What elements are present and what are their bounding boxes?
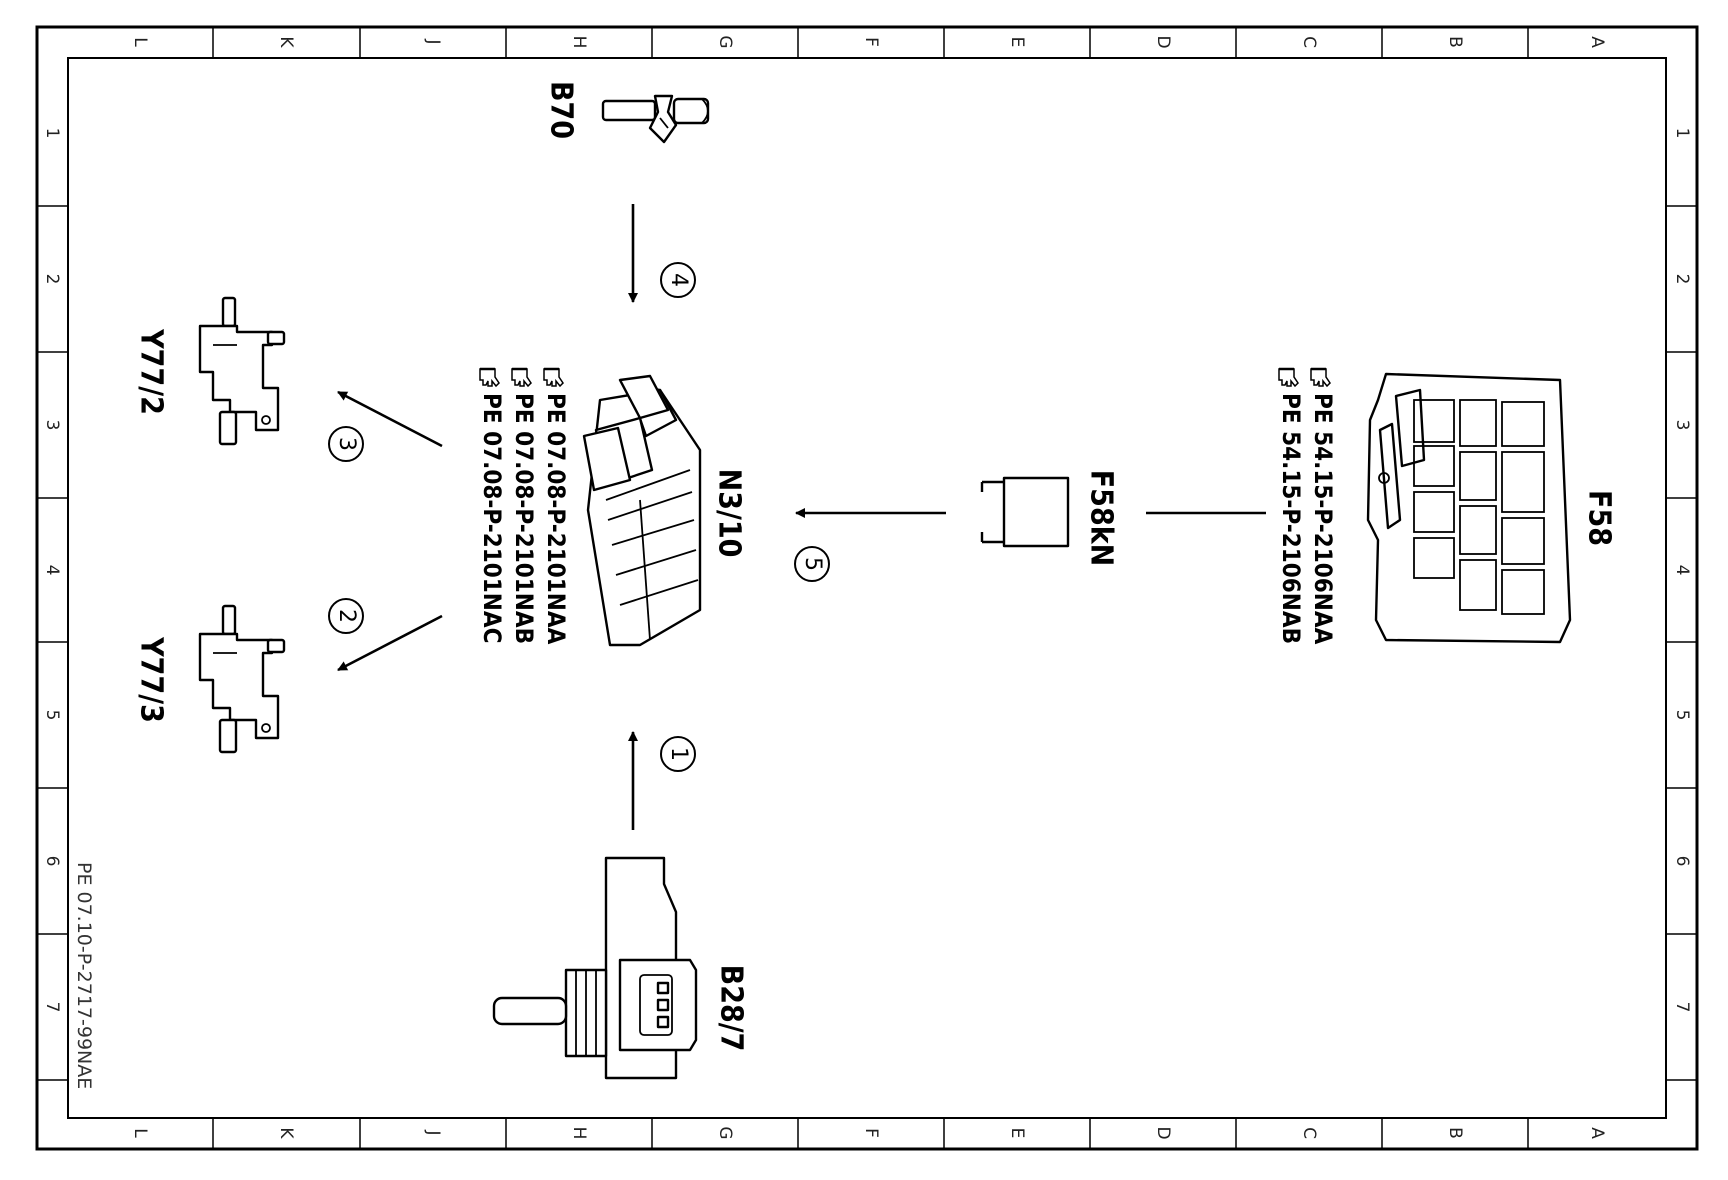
col-label-a-top: A bbox=[1587, 36, 1607, 48]
col-label-d-top: D bbox=[1153, 35, 1173, 48]
row-label-1-right: 1 bbox=[1672, 128, 1692, 139]
row-dividers bbox=[37, 205, 1697, 1081]
row-label-4-left: 4 bbox=[42, 565, 62, 576]
col-label-c-bottom: C bbox=[1299, 1127, 1319, 1139]
row-label-7-right: 7 bbox=[1672, 1002, 1692, 1013]
arrow-step-3 bbox=[337, 390, 443, 448]
label-b28-7: B28/7 bbox=[714, 965, 749, 1052]
label-b70: B70 bbox=[544, 81, 579, 139]
ref-n3-10-nac[interactable]: PE 07.08-P-2101NAC bbox=[478, 393, 506, 643]
n3-10-references: PE 07.08-P-2101NAA PE 07.08-P-2101NAB PE… bbox=[478, 367, 570, 645]
step-number-2: 2 bbox=[334, 609, 359, 623]
col-label-b-top: B bbox=[1445, 36, 1465, 48]
label-y77-2: Y77/2 bbox=[134, 328, 169, 415]
outer-frame bbox=[35, 25, 1699, 1151]
row-label-6-left: 6 bbox=[42, 856, 62, 867]
column-labels-bottom: L K J H G F E D C B A bbox=[130, 1126, 1607, 1139]
row-label-2-right: 2 bbox=[1672, 274, 1692, 285]
col-label-d-bottom: D bbox=[1153, 1126, 1173, 1139]
step-marker-2 bbox=[328, 598, 364, 634]
y77-2-valve bbox=[198, 296, 286, 446]
f58-references: PE 54.15-P-2106NAA PE 54.15-P-2106NAB bbox=[1277, 367, 1337, 645]
col-label-l-bottom: L bbox=[130, 1128, 150, 1138]
row-label-3-right: 3 bbox=[1672, 420, 1692, 431]
ref-f58-naa[interactable]: PE 54.15-P-2106NAA bbox=[1309, 393, 1337, 645]
col-label-f-top: F bbox=[861, 37, 881, 47]
col-label-h-bottom: H bbox=[569, 1127, 589, 1140]
col-label-a-bottom: A bbox=[1587, 1127, 1607, 1139]
row-label-5-left: 5 bbox=[42, 710, 62, 721]
col-label-g-top: G bbox=[715, 35, 735, 48]
ref-f58-nab[interactable]: PE 54.15-P-2106NAB bbox=[1277, 393, 1305, 644]
arrow-step-2 bbox=[337, 614, 443, 672]
reference-hand-icon bbox=[510, 367, 533, 388]
row-label-6-right: 6 bbox=[1672, 856, 1692, 867]
step-markers: 1 2 3 4 5 bbox=[328, 262, 830, 772]
col-label-e-bottom: E bbox=[1007, 1128, 1027, 1139]
reference-hand-icon bbox=[1309, 367, 1332, 388]
step-marker-3 bbox=[328, 426, 364, 462]
col-label-k-bottom: K bbox=[276, 1127, 296, 1139]
col-label-b-bottom: B bbox=[1445, 1127, 1465, 1139]
row-label-3-left: 3 bbox=[42, 420, 62, 431]
b28-7-sensor bbox=[492, 856, 698, 1080]
row-labels-right: 1 2 3 4 5 6 7 bbox=[1672, 128, 1692, 1013]
row-label-2-left: 2 bbox=[42, 274, 62, 285]
row-label-4-right: 4 bbox=[1672, 565, 1692, 576]
column-dividers bbox=[212, 27, 1529, 1149]
label-y77-3: Y77/3 bbox=[134, 636, 169, 723]
row-label-1-left: 1 bbox=[42, 128, 62, 139]
step-marker-1 bbox=[660, 736, 696, 772]
column-labels-top: L K J H G F E D C B A bbox=[130, 35, 1607, 48]
y77-3-valve bbox=[198, 604, 286, 754]
col-label-k-top: K bbox=[276, 36, 296, 48]
step-marker-4 bbox=[660, 262, 696, 298]
row-label-5-right: 5 bbox=[1672, 710, 1692, 721]
ref-n3-10-nab[interactable]: PE 07.08-P-2101NAB bbox=[510, 393, 538, 644]
reference-hand-icon bbox=[542, 367, 565, 388]
col-label-e-top: E bbox=[1007, 37, 1027, 48]
col-label-h-top: H bbox=[569, 36, 589, 49]
step-number-1: 1 bbox=[666, 747, 691, 761]
col-label-j-top: J bbox=[423, 38, 443, 44]
signal-arrows bbox=[337, 204, 946, 830]
f58-fuse-box bbox=[1366, 372, 1572, 644]
col-label-g-bottom: G bbox=[715, 1126, 735, 1139]
col-label-c-top: C bbox=[1299, 36, 1319, 48]
col-label-l-top: L bbox=[130, 37, 150, 47]
row-label-7-left: 7 bbox=[42, 1002, 62, 1013]
label-n3-10: N3/10 bbox=[712, 469, 747, 558]
col-label-j-bottom: J bbox=[423, 1129, 443, 1135]
col-label-f-bottom: F bbox=[861, 1128, 881, 1138]
b70-sensor bbox=[601, 94, 710, 144]
label-f58kn: F58kN bbox=[1084, 470, 1119, 567]
step-number-4: 4 bbox=[666, 273, 691, 287]
reference-hand-icon bbox=[478, 367, 501, 388]
ref-n3-10-naa[interactable]: PE 07.08-P-2101NAA bbox=[542, 393, 570, 645]
step-number-3: 3 bbox=[334, 437, 359, 451]
label-f58: F58 bbox=[1582, 490, 1617, 546]
f58kn-relay bbox=[980, 476, 1070, 548]
reference-hand-icon bbox=[1277, 367, 1300, 388]
n3-10-control-unit bbox=[582, 374, 702, 647]
document-id: PE 07.10-P-2717-99NAE bbox=[73, 862, 95, 1089]
step-marker-5 bbox=[794, 546, 830, 582]
step-number-5: 5 bbox=[800, 557, 825, 571]
row-labels-left: 1 2 3 4 5 6 7 bbox=[42, 128, 62, 1013]
inner-frame bbox=[67, 57, 1667, 1119]
